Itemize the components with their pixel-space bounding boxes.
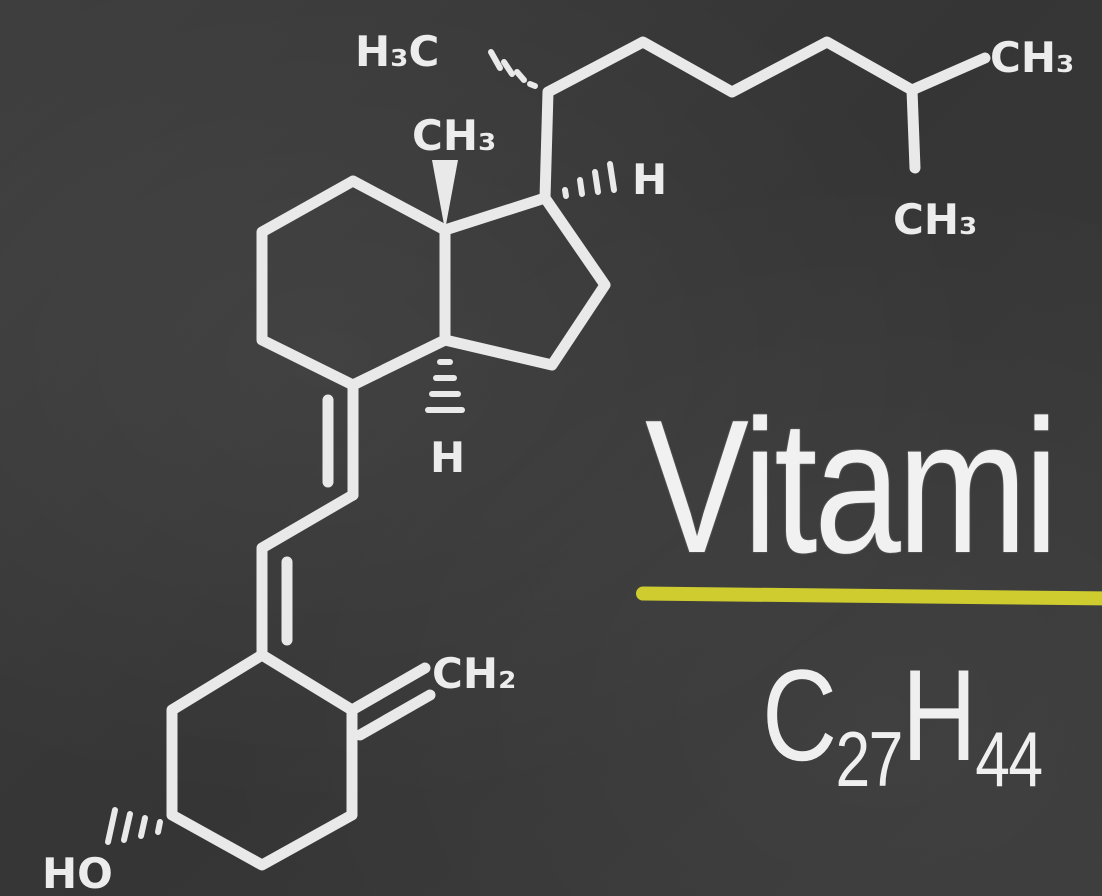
ch2-label: CH₂ (432, 649, 516, 698)
side-chain-branch-down (906, 84, 921, 174)
methylene-bond-b (354, 689, 436, 741)
ch3-methyl-label: CH₃ (412, 111, 496, 160)
ho-label: HO (42, 849, 113, 896)
conjugated-chain (256, 489, 359, 661)
hashed-bond-upper-h (562, 161, 617, 199)
methyl-wedge-bond (432, 160, 458, 230)
upper-cyclohexane-ring (256, 175, 451, 391)
formula-hydrogen-count: 44 (975, 715, 1043, 803)
hashed-bond-ho (105, 807, 163, 845)
side-chain-branch-up (906, 52, 991, 96)
cyclopentane-ring (439, 192, 611, 371)
lower-cyclohexane-ring (166, 649, 358, 871)
methylene-bond-a (346, 662, 431, 716)
ch3-branch-label: CH₃ (893, 195, 977, 244)
side-chain (539, 36, 918, 204)
chemical-formula: C27H44 (762, 650, 1043, 798)
hashed-bond-h3c (488, 49, 538, 89)
formula-carbon: C (762, 642, 837, 788)
ch3-top-right-label: CH₃ (990, 33, 1074, 82)
hashed-bond-lower-h (425, 359, 465, 413)
h-upper-label: H (632, 155, 667, 204)
formula-carbon-count: 27 (835, 715, 904, 803)
h-lower-label: H (430, 433, 465, 482)
vitamin-title: Vitami (645, 381, 1059, 593)
h3c-label: H₃C (355, 27, 439, 76)
formula-hydrogen: H (901, 642, 977, 788)
